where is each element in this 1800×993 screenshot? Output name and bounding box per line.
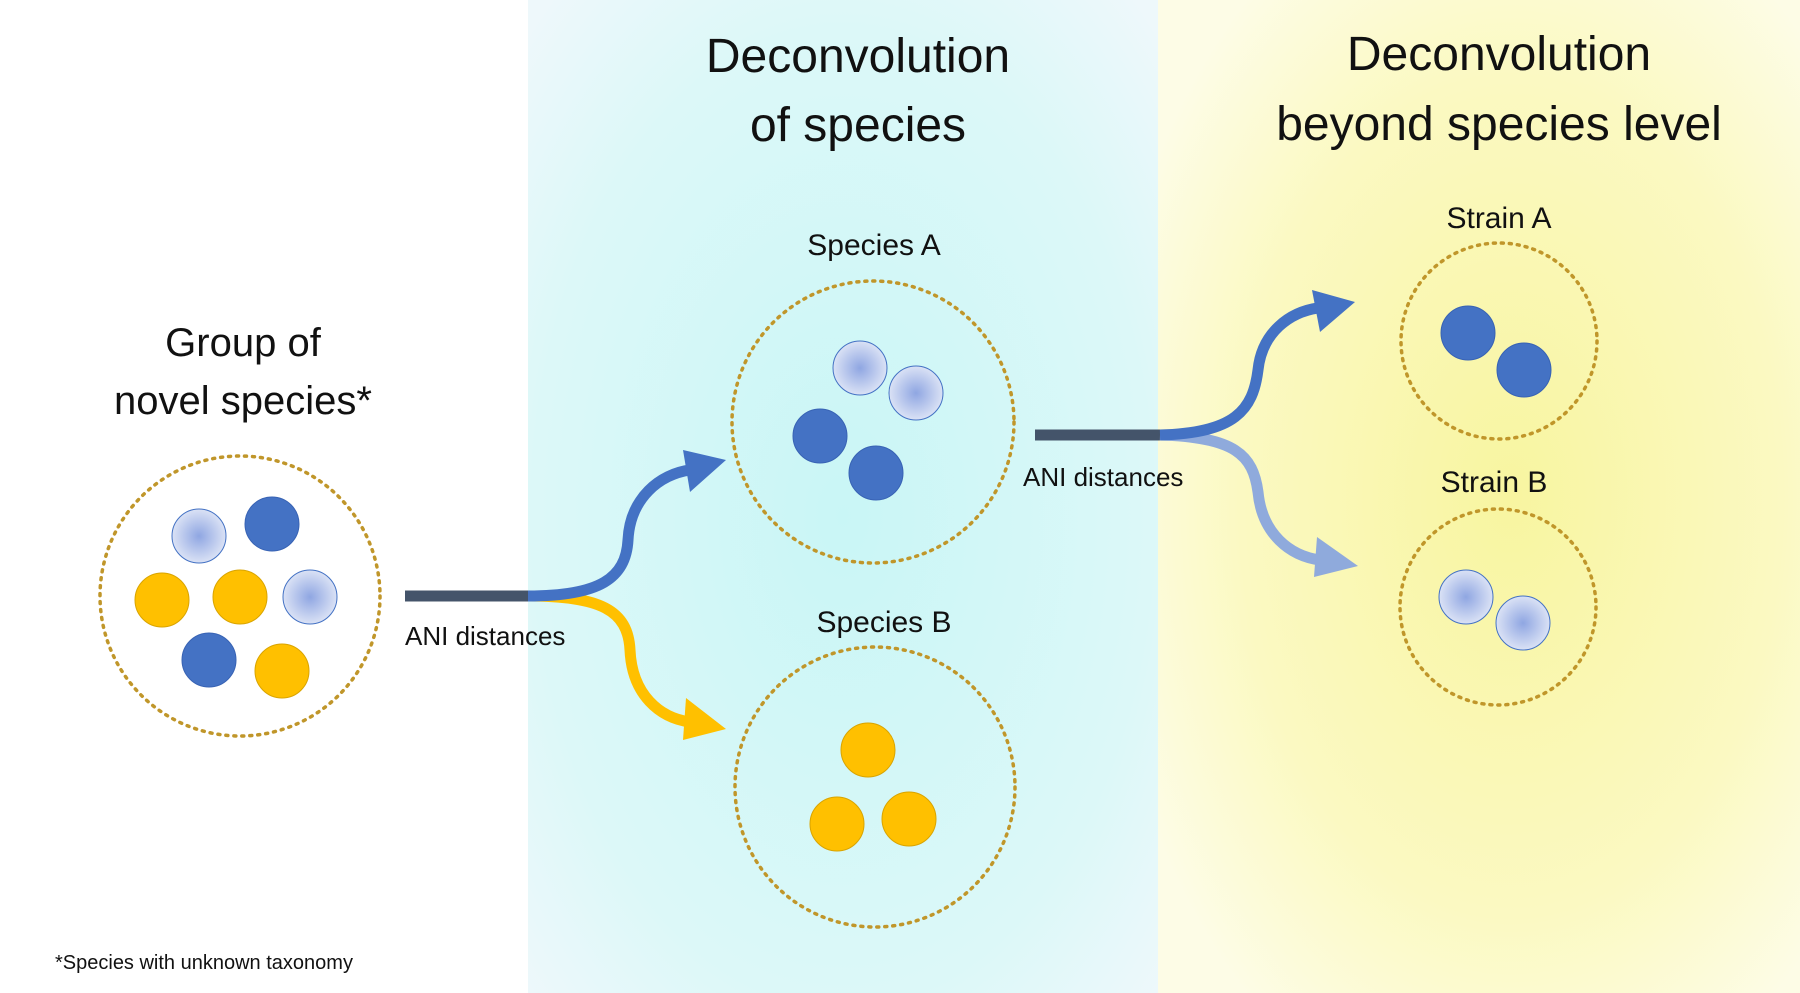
- second-ani-split: ANI distances: [1023, 290, 1358, 577]
- yellow-ball: [254, 643, 310, 699]
- yellow-ball: [134, 572, 190, 628]
- middle-title-line2: of species: [750, 99, 966, 152]
- strain-b-label: Strain B: [1441, 466, 1548, 499]
- left-title-line1: Group of: [165, 321, 322, 365]
- blue-ball: [181, 632, 237, 688]
- light-blue-ball: [1438, 569, 1494, 625]
- novel-species-group: [98, 454, 382, 738]
- group-boundary-circle: [98, 454, 382, 738]
- blue-arrow-shaft: [1159, 302, 1319, 441]
- strain-b-boundary-circle: [1398, 507, 1598, 707]
- strain-a-boundary-circle: [1399, 241, 1599, 441]
- blue-ball: [244, 496, 300, 552]
- strain-a-group: Strain A: [1399, 202, 1599, 441]
- blue-arrow-shaft: [527, 464, 691, 602]
- strain-b-group: Strain B: [1398, 466, 1598, 707]
- yellow-arrow-shaft: [527, 590, 691, 728]
- species-b-group: Species B: [733, 606, 1017, 929]
- species-a-label: Species A: [807, 229, 940, 262]
- light-blue-arrow-shaft: [1159, 429, 1321, 566]
- right-title-line1: Deconvolution: [1347, 28, 1651, 81]
- species-a-group: Species A: [730, 229, 1016, 565]
- light-blue-ball: [1495, 595, 1551, 651]
- yellow-ball: [881, 791, 937, 847]
- species-b-boundary-circle: [733, 645, 1017, 929]
- yellow-ball: [840, 722, 896, 778]
- strain-panel-background: [1158, 0, 1800, 993]
- yellow-arrow-head: [683, 698, 726, 740]
- light-blue-arrow-head: [1314, 537, 1358, 577]
- right-title-line2: beyond species level: [1276, 98, 1722, 151]
- left-title-line2: novel species*: [114, 379, 372, 423]
- light-blue-ball: [888, 365, 944, 421]
- yellow-ball: [809, 796, 865, 852]
- light-blue-ball: [171, 508, 227, 564]
- blue-arrow-head: [1312, 290, 1355, 332]
- species-b-label: Species B: [816, 606, 951, 639]
- first-ani-split: ANI distances: [405, 450, 726, 740]
- strain-a-label: Strain A: [1446, 202, 1551, 235]
- yellow-ball: [212, 569, 268, 625]
- light-blue-ball: [282, 569, 338, 625]
- middle-title-line1: Deconvolution: [706, 30, 1010, 83]
- blue-ball: [848, 445, 904, 501]
- ani-distances-label: ANI distances: [1023, 462, 1183, 492]
- blue-ball: [792, 408, 848, 464]
- blue-ball: [1496, 342, 1552, 398]
- blue-ball: [1440, 305, 1496, 361]
- ani-distances-label: ANI distances: [405, 621, 565, 651]
- footnote: *Species with unknown taxonomy: [55, 952, 353, 974]
- blue-arrow-head: [683, 450, 726, 492]
- species-a-boundary-circle: [730, 279, 1016, 565]
- light-blue-ball: [832, 340, 888, 396]
